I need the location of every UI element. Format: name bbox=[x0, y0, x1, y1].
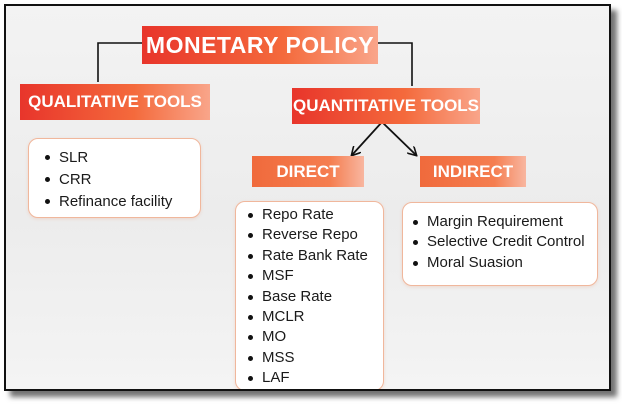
list-item: Base Rate bbox=[248, 287, 383, 307]
quantitative-tools-node: QUANTITATIVE TOOLS bbox=[292, 88, 480, 124]
list-item: MSS bbox=[248, 348, 383, 368]
list-item: LAF bbox=[248, 368, 383, 388]
list-item: Margin Requirement bbox=[413, 212, 597, 232]
title-node: MONETARY POLICY bbox=[142, 26, 378, 64]
indirect-node: INDIRECT bbox=[420, 156, 526, 187]
list-item: Refinance facility bbox=[45, 191, 200, 213]
list-item: SLR bbox=[45, 147, 200, 169]
diagram-frame: MONETARY POLICY QUALITATIVE TOOLS QUANTI… bbox=[4, 4, 611, 391]
connector-title-qualitative bbox=[97, 42, 144, 82]
qualitative-tools-list: SLR CRR Refinance facility bbox=[28, 138, 201, 218]
list-item: Selective Credit Control bbox=[413, 232, 597, 252]
connector-title-quantitative bbox=[376, 42, 413, 86]
direct-tools-list: Repo Rate Reverse Repo Rate Bank Rate MS… bbox=[235, 201, 384, 389]
list-item: Rate Bank Rate bbox=[248, 246, 383, 266]
list-item: MO bbox=[248, 327, 383, 347]
connector-lines bbox=[97, 42, 609, 389]
qualitative-tools-node: QUALITATIVE TOOLS bbox=[20, 84, 210, 120]
list-item: CRR bbox=[45, 169, 200, 191]
direct-node: DIRECT bbox=[252, 156, 364, 187]
indirect-tools-list: Margin Requirement Selective Credit Cont… bbox=[402, 202, 598, 286]
list-item: Reverse Repo bbox=[248, 225, 383, 245]
arrow-to-indirect bbox=[381, 121, 416, 155]
list-item: Moral Suasion bbox=[413, 253, 597, 273]
list-item: MSF bbox=[248, 266, 383, 286]
arrow-to-direct bbox=[352, 121, 383, 155]
list-item: MCLR bbox=[248, 307, 383, 327]
list-item: Repo Rate bbox=[248, 205, 383, 225]
